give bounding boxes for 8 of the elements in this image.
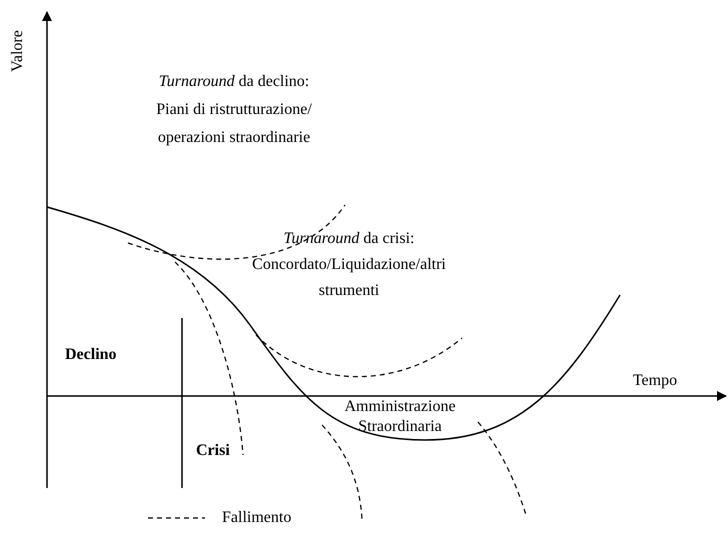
phase-label: Crisi [196, 441, 231, 461]
annotation-text: Turnaround da declino: Piani di ristrutturazione/ operazioni straordinarie [155, 72, 313, 148]
axis-label: Valore [8, 29, 27, 74]
annotation-text: Amministrazione Straordinaria [343, 397, 457, 437]
axis-label: Tempo [632, 371, 678, 391]
phase-label: Declino [65, 345, 118, 365]
legend-text: Fallimento [222, 508, 292, 528]
annotation-text: Turnaround da crisi: Concordato/Liquidazione/altri strumenti [251, 229, 447, 301]
